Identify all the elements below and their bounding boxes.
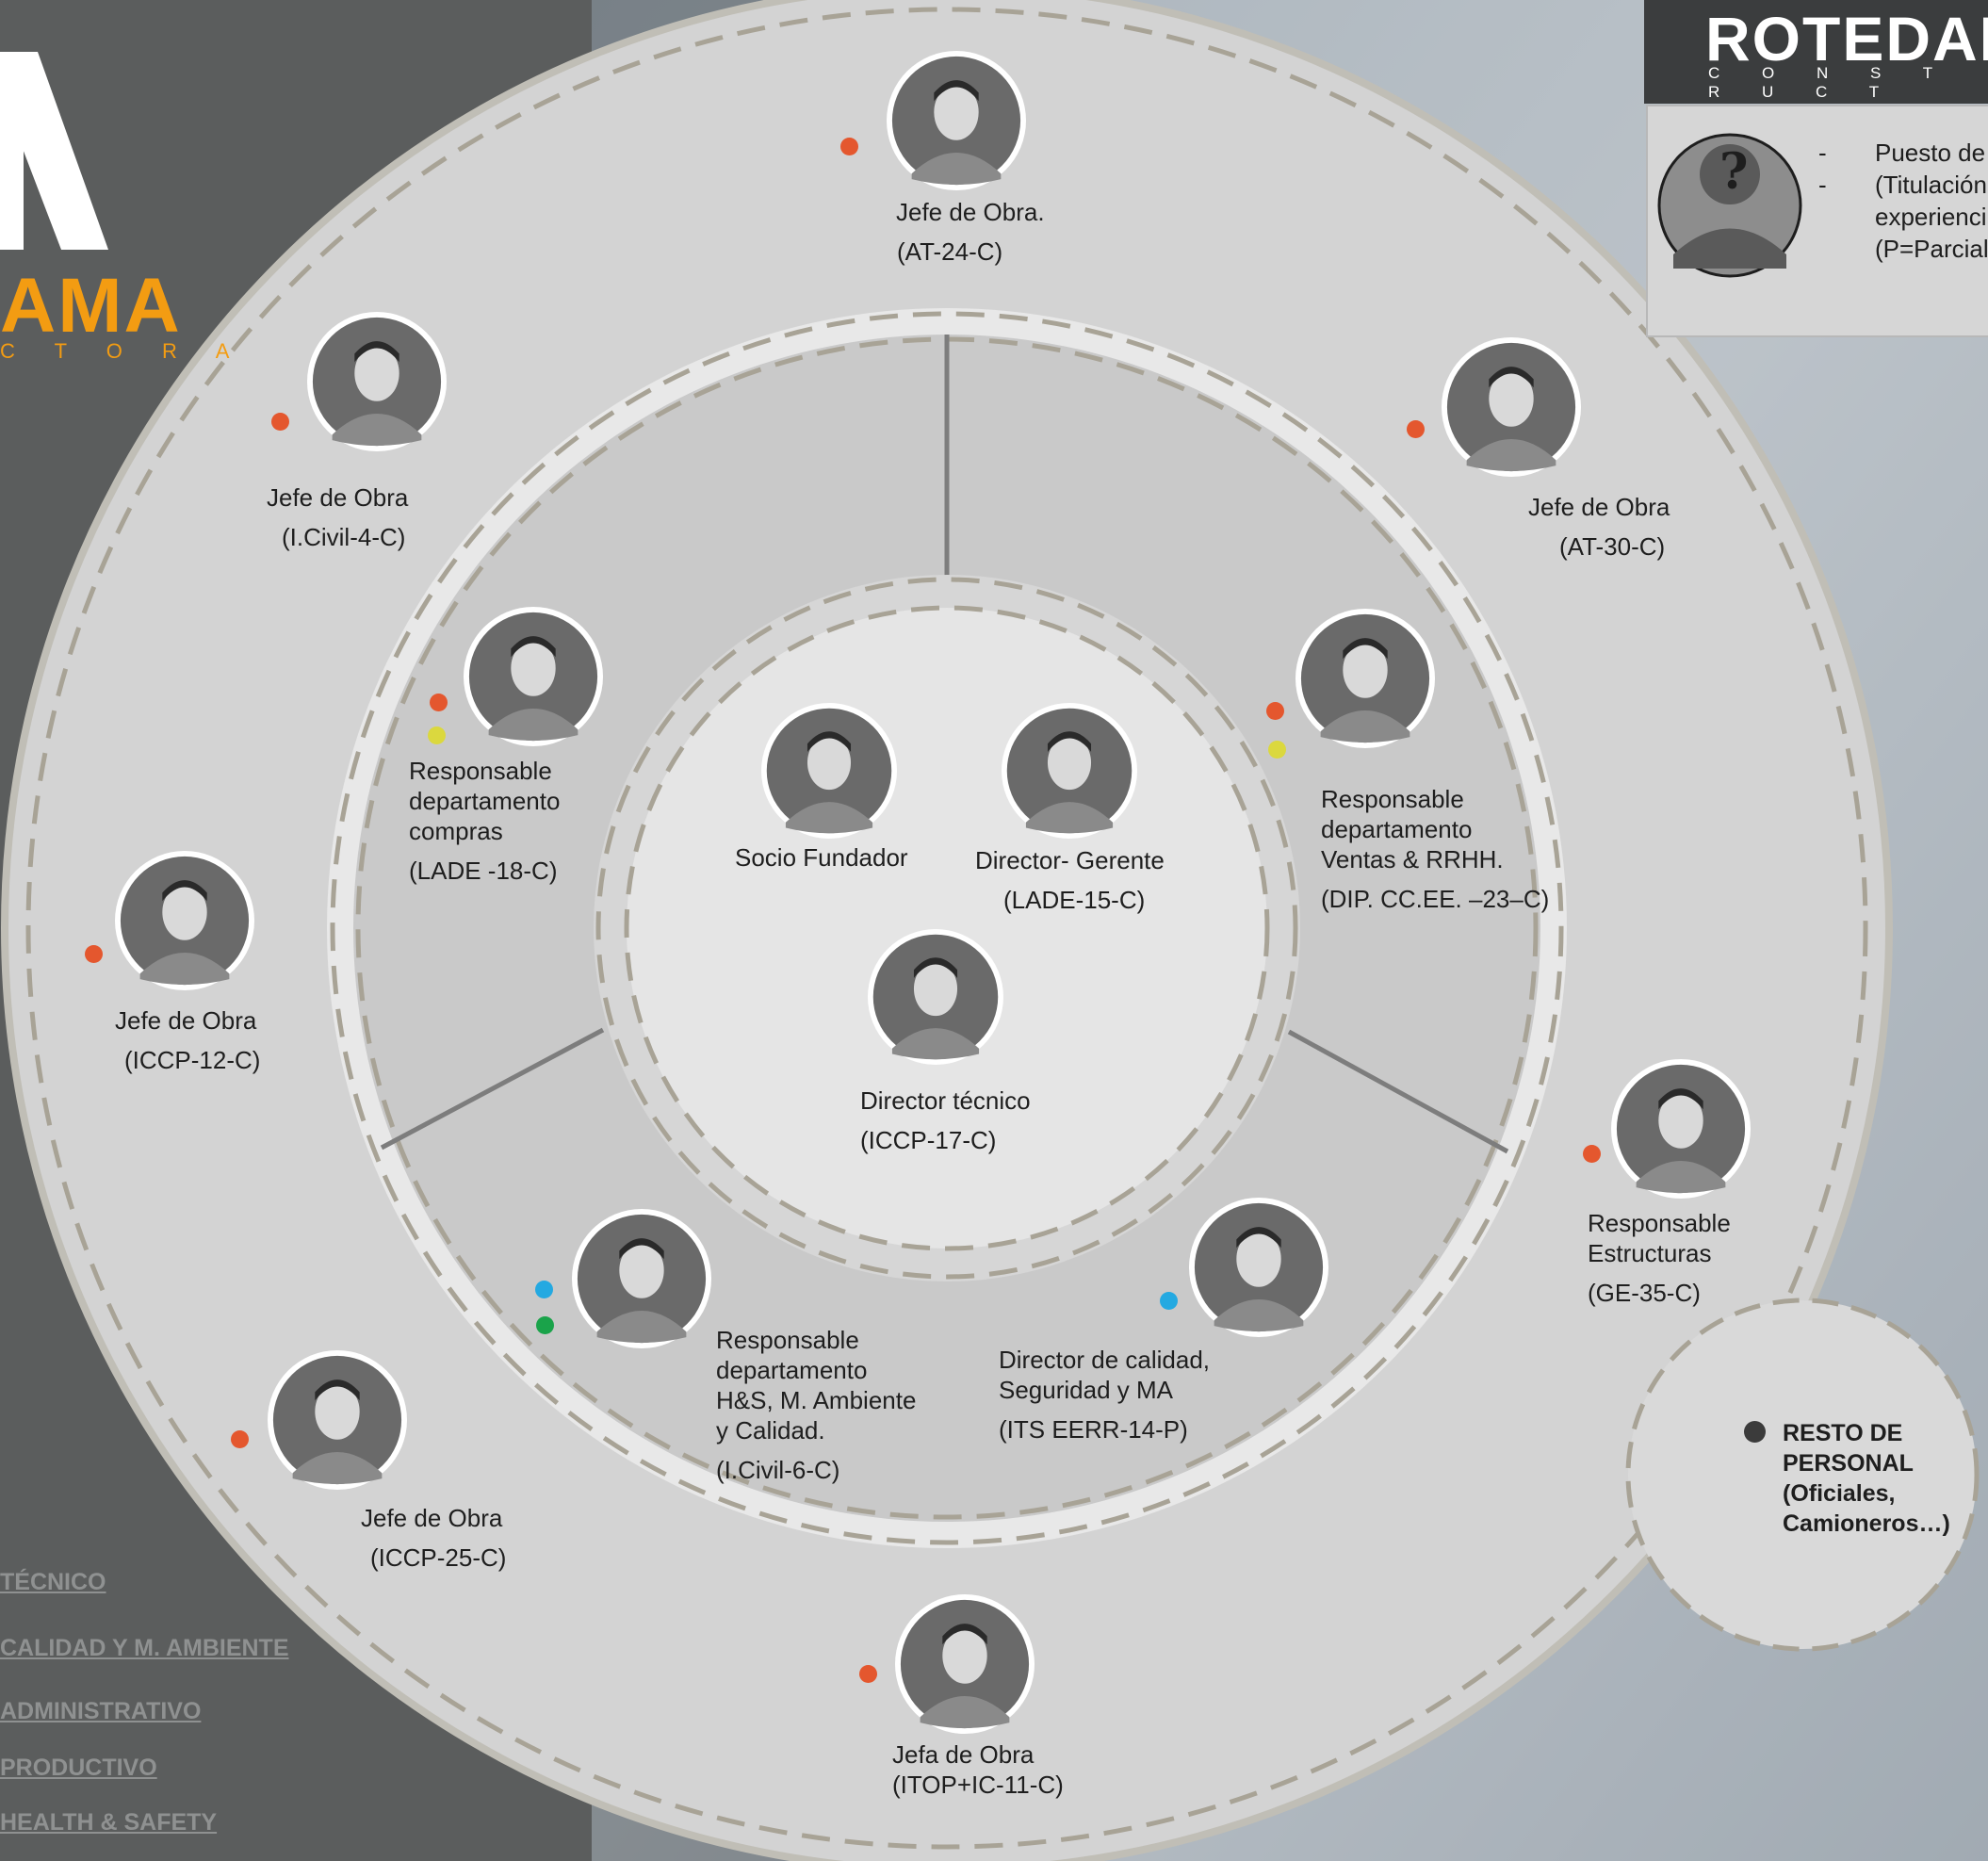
label-resp-hs: Responsable departamento H&S, M. Ambient…: [716, 1326, 917, 1484]
label-jefa-itop: Jefa de Obra (ITOP+IC-11-C): [892, 1740, 1064, 1799]
brand-subtitle-left: C T O R A: [0, 339, 247, 363]
jefe-at30-role-dot-1: [1407, 420, 1425, 438]
director-tecnico-avatar: [868, 929, 1003, 1065]
label-jefe-iccp25: Jefe de Obra (ICCP-25-C): [361, 1504, 507, 1572]
rest-legend-dot: [1744, 1421, 1766, 1443]
brand-subtitle-top: C O N S T R U C T: [1708, 64, 1951, 101]
jefa-itop-avatar: [895, 1594, 1035, 1734]
dir-calidad-avatar: [1189, 1198, 1328, 1337]
label-director-gerente: Director- Gerente (LADE-15-C): [975, 846, 1165, 914]
nav-health-safety[interactable]: HEALTH & SAFETY: [0, 1809, 218, 1836]
jefe-icivil4-role-dot-1: [271, 413, 289, 431]
nav-productivo[interactable]: PRODUCTIVO: [0, 1755, 157, 1781]
socio-fundador-avatar: [761, 703, 897, 839]
question-mark-icon: ?: [1719, 143, 1749, 201]
director-gerente-avatar: [1002, 703, 1137, 839]
jefe-iccp25-avatar: [268, 1350, 407, 1490]
nav-calidad-ambiente[interactable]: CALIDAD Y M. AMBIENTE: [0, 1635, 289, 1661]
legend-text: Puesto de (Titulación experienci (P=Parc…: [1875, 139, 1988, 263]
label-director-tecnico: Director técnico (ICCP-17-C): [860, 1086, 1031, 1154]
legend-bullets: - -: [1818, 139, 1827, 199]
resp-estructuras-avatar: [1611, 1059, 1751, 1199]
resp-compras-avatar: [464, 607, 603, 746]
brand-wordmark-top: ROTEDAM: [1705, 4, 1988, 73]
jefe-at24-role-dot-1: [840, 138, 858, 155]
resp-ventas-avatar: [1295, 609, 1435, 748]
nav-tecnico[interactable]: TÉCNICO: [0, 1569, 106, 1595]
label-jefe-iccp12: Jefe de Obra (ICCP-12-C): [115, 1006, 261, 1074]
resp-hs-role-dot-1: [535, 1281, 553, 1298]
brand-wordmark-left: AMA: [0, 263, 182, 349]
resp-estructuras-role-dot-1: [1583, 1145, 1601, 1163]
resp-hs-avatar: [572, 1209, 711, 1348]
label-resp-ventas: Responsable departamento Ventas & RRHH. …: [1321, 785, 1550, 913]
jefa-itop-role-dot-1: [859, 1665, 877, 1683]
resp-compras-role-dot-2: [428, 726, 446, 744]
label-resp-compras: Responsable departamento compras (LADE -…: [409, 757, 561, 885]
label-resto-personal: RESTO DE PERSONAL (Oficiales, Camioneros…: [1783, 1420, 1950, 1537]
jefe-at30-avatar: [1442, 337, 1581, 477]
label-dir-calidad: Director de calidad, Seguridad y MA (ITS…: [999, 1346, 1210, 1444]
resp-ventas-role-dot-1: [1266, 702, 1284, 720]
resp-ventas-role-dot-2: [1268, 741, 1286, 759]
nav-administrativo[interactable]: ADMINISTRATIVO: [0, 1698, 202, 1724]
label-jefe-at30: Jefe de Obra (AT-30-C): [1528, 493, 1670, 561]
jefe-iccp12-role-dot-1: [85, 945, 103, 963]
label-jefe-icivil4: Jefe de Obra (I.Civil-4-C): [267, 483, 409, 551]
jefe-at24-avatar: [887, 51, 1026, 190]
label-jefe-at24: Jefe de Obra. (AT-24-C): [896, 198, 1045, 266]
label-socio-fundador: Socio Fundador: [735, 843, 908, 872]
jefe-icivil4-avatar: [307, 312, 447, 451]
dir-calidad-role-dot-1: [1160, 1292, 1178, 1310]
jefe-iccp25-role-dot-1: [231, 1430, 249, 1448]
resp-compras-role-dot-1: [430, 694, 448, 711]
label-resp-estructuras: Responsable Estructuras (GE-35-C): [1588, 1209, 1731, 1307]
resp-hs-role-dot-2: [536, 1316, 554, 1334]
jefe-iccp12-avatar: [115, 851, 254, 990]
